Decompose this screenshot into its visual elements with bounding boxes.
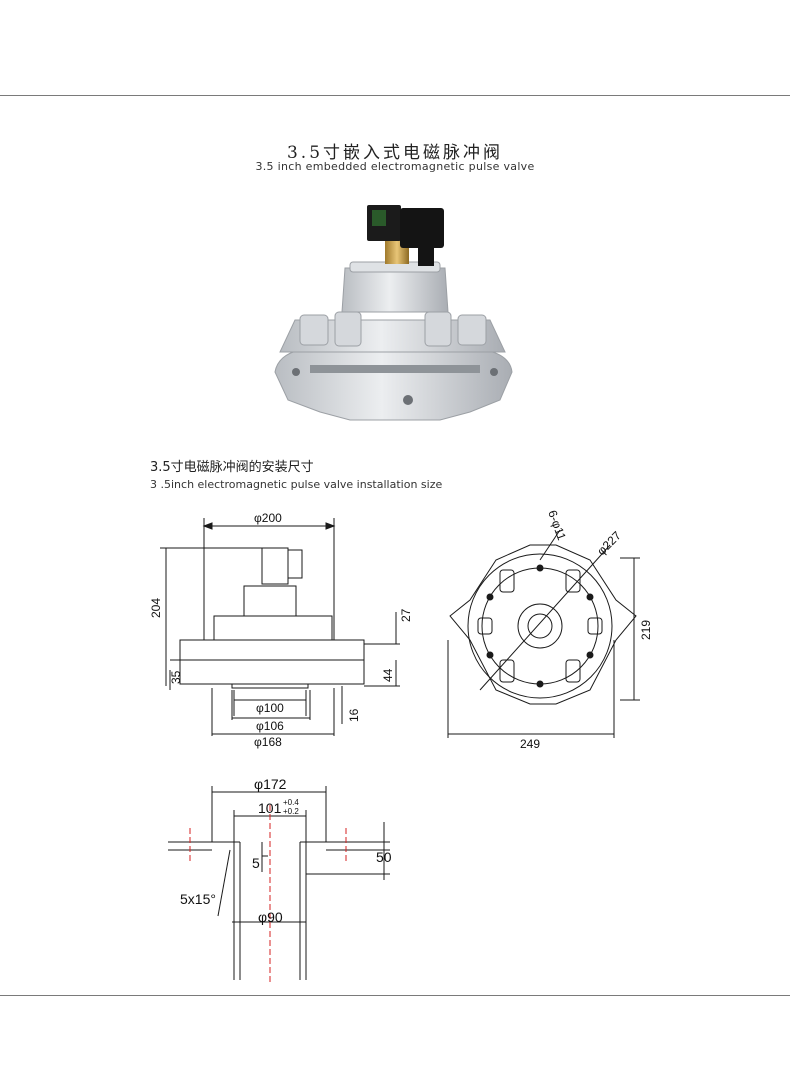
dim-h44: 44 xyxy=(381,668,395,682)
section-title-en: 3 .5inch electromagnetic pulse valve ins… xyxy=(150,478,443,491)
top-rule xyxy=(0,95,790,96)
bottom-rule xyxy=(0,995,790,996)
dim-h27: 27 xyxy=(399,608,413,622)
dim-tol-upper: +0.4 xyxy=(283,798,299,807)
product-title-en: 3.5 inch embedded electromagnetic pulse … xyxy=(255,160,535,173)
dim-h204: 204 xyxy=(149,598,163,618)
section-title-cn: 3.5寸电磁脉冲阀的安装尺寸 xyxy=(150,460,314,475)
dim-d172: φ172 xyxy=(254,776,287,792)
dim-d200: φ200 xyxy=(254,511,282,525)
dim-h5: 5 xyxy=(252,855,260,871)
dim-h50: 50 xyxy=(376,849,392,865)
dim-d101: 101 xyxy=(258,800,282,816)
dim-holes: 6-φ11 xyxy=(545,508,569,542)
dim-d168: φ168 xyxy=(254,735,282,749)
dim-h35: 35 xyxy=(169,670,183,684)
dim-d106: φ106 xyxy=(256,719,284,733)
dim-tol-lower: +0.2 xyxy=(283,807,299,816)
dim-w249: 249 xyxy=(520,737,540,751)
product-title-cn: 3.5寸嵌入式电磁脉冲阀 xyxy=(286,143,504,163)
dim-h219: 219 xyxy=(639,620,653,640)
dim-h16: 16 xyxy=(347,708,361,722)
dim-d100: φ100 xyxy=(256,701,284,715)
dim-d90: φ90 xyxy=(258,909,283,925)
dim-d227: φ227 xyxy=(594,528,624,558)
dim-chamfer: 5x15° xyxy=(180,891,216,907)
